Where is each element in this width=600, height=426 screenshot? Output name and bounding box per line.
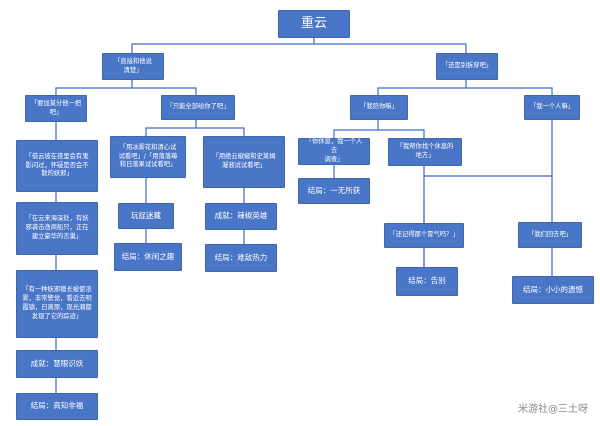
- node-evil-story: 「有一种妖邪擅长被使浓 雾，非常警觉，看近去明 霞镇，日离原，现光潮都 发现了它…: [16, 270, 98, 338]
- node-outcome-nothing: 结局：一无所获: [298, 178, 370, 204]
- edge-play-with: [377, 80, 467, 95]
- node-you-rest: 「你休息，我一个人去 调查」: [298, 138, 370, 165]
- node-outcome-little: 结局：小小的遗憾: [512, 276, 594, 304]
- node-add-heat: 「要加某分他一把 吧」: [25, 95, 87, 122]
- edge-root-left: [131, 38, 315, 53]
- node-outcome-play: 结局：休闲之趣: [114, 243, 182, 271]
- node-play-catch: 玩捉迷藏: [118, 203, 174, 229]
- node-alone: 「我一个人嘛」: [524, 95, 580, 120]
- root-node-chongyun: 重云: [278, 10, 350, 38]
- node-achv-know: 成就：慧眼识妖: [16, 350, 98, 378]
- node-with-you: 「我陪你嘛」: [350, 95, 408, 120]
- edge-direct-right: [132, 87, 197, 95]
- edge-only-snow: [196, 127, 245, 136]
- watermark: 米游社@三土呀: [518, 404, 588, 415]
- node-help-find: 「我帮你找个休息的 地方」: [388, 138, 462, 166]
- node-achv-spicy: 成就：辣椒英雄: [205, 203, 277, 230]
- node-rescue-home: 「借云坡在夜里会有鬼 影闪过，怀疑是否会不 散的妖邪」: [16, 140, 98, 192]
- node-forgot-chill: 「还记得那个冒气吗？」: [384, 223, 464, 248]
- node-only-do-this: 「只能全部给你了吧」: [161, 95, 235, 120]
- node-snow-leaf: 「用绝云椒椒和史莱姆 凝液试试看吧」: [203, 136, 285, 188]
- node-outcome-farewell: 结局：告别: [396, 267, 458, 296]
- edge-play-alone: [466, 87, 553, 95]
- node-frost-flower: 「用冰雾花和清心试 试看吧」/「用落落莓 和日落果试试看吧」: [110, 136, 186, 178]
- edge-only-frost: [145, 120, 197, 136]
- edge-direct-left: [55, 80, 133, 95]
- edge-root-right: [314, 43, 467, 53]
- node-sea-village: 「在云来海深处，有妖 邪袭击渔商船只，正在 建立豪华的言巢」: [16, 202, 98, 255]
- node-outcome-know: 结局：高知非福: [16, 393, 98, 420]
- node-direct-wish: 「直接和他说 清楚」: [102, 53, 164, 80]
- node-go-back: 「我们回去吧」: [518, 222, 582, 248]
- edge-with-rest: [333, 120, 379, 138]
- node-play-with-me: 「还是别拆穿吧」: [436, 53, 498, 80]
- edge-with-help: [378, 129, 425, 138]
- node-outcome-heat: 结局：难敌热力: [205, 244, 277, 272]
